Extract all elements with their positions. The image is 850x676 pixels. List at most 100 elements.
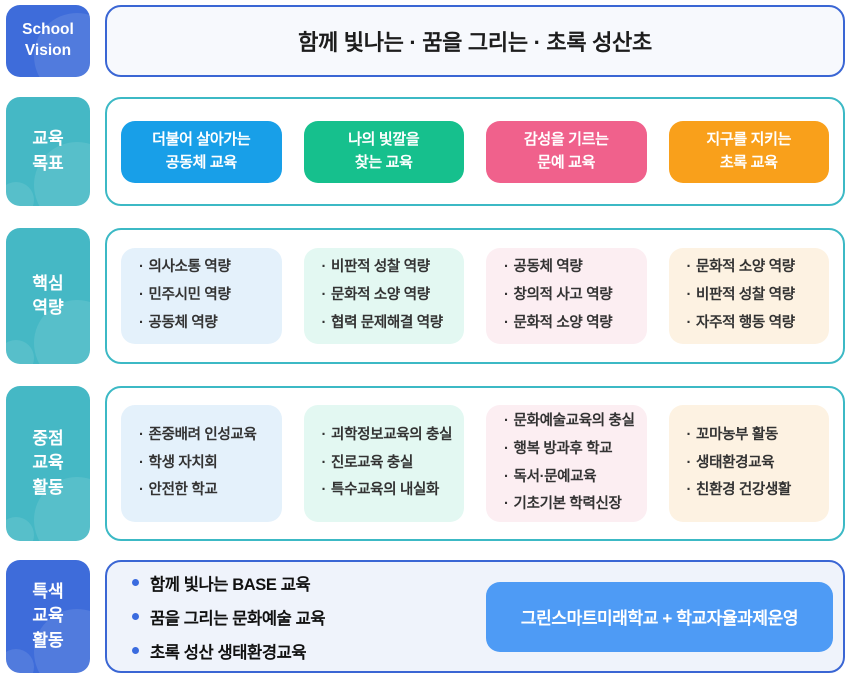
bullet-icon: · <box>321 287 327 304</box>
special-program-list: 함께 빛나는 BASE 교육 꿈을 그리는 문화예술 교육 초록 성산 생태환경… <box>132 571 326 663</box>
focus-card-4: ·꼬마농부 활동 ·생태환경교육 ·친환경 건강생활 <box>668 405 829 522</box>
label-line: 활동 <box>32 630 64 650</box>
goal-card-line: 찾는 교육 <box>354 153 413 171</box>
goal-card-line: 지구를 지키는 <box>706 131 792 148</box>
green-smart-school-badge: 그린스마트미래학교 + 학교자율과제운영 <box>486 581 833 652</box>
focus-card-2: ·괴학정보교육의 충실 ·진로교육 충실 ·특수교육의 내실화 <box>303 405 464 522</box>
bullet-icon: · <box>504 314 509 331</box>
bullet-icon: · <box>321 454 327 471</box>
list-item: 꿈을 그리는 문화예술 교육 <box>132 605 326 629</box>
bullet-icon: · <box>504 259 509 276</box>
bullet-icon: · <box>139 314 144 331</box>
goal-card-community: 더불어 살아가는 공동체 교육 <box>121 120 282 183</box>
special-box: 함께 빛나는 BASE 교육 꿈을 그리는 문화예술 교육 초록 성산 생태환경… <box>105 560 845 673</box>
list-item: ·공동체 역량 <box>139 314 218 331</box>
vision-title: 함께 빛나는 · 꿈을 그리는 · 초록 성산초 <box>298 30 652 55</box>
special-item-label: 함께 빛나는 BASE 교육 <box>150 575 311 594</box>
bullet-icon: · <box>504 468 509 485</box>
special-item-label: 초록 성산 생태환경교육 <box>150 643 307 662</box>
label-circle-decoration <box>6 340 34 364</box>
goal-card-line: 감성을 기르는 <box>523 131 609 148</box>
list-item: ·행복 방과후 학교 <box>504 440 613 457</box>
bullet-dot-icon <box>132 613 139 620</box>
label-line: 역량 <box>32 298 64 317</box>
focus-box: ·존중배려 인성교육 ·학생 자치회 ·안전한 학교 ·괴학정보교육의 충실 ·… <box>105 386 845 541</box>
goal-card-line: 초록 교육 <box>719 153 778 171</box>
list-item: ·기초기본 학력신장 <box>504 496 622 513</box>
bullet-icon: · <box>139 259 144 276</box>
label-special-activities: 특색 교육 활동 <box>6 560 90 673</box>
vision-title-box: 함께 빛나는 · 꿈을 그리는 · 초록 성산초 <box>105 5 845 77</box>
goal-card-identity: 나의 빛깔을 찾는 교육 <box>303 120 464 183</box>
bullet-icon: · <box>686 426 692 443</box>
bullet-icon: · <box>686 454 692 471</box>
row-focus-activities: 중점 교육 활동 ·존중배려 인성교육 ·학생 자치회 ·안전한 학교 ·괴학정… <box>6 386 845 541</box>
label-line: 핵심 <box>32 273 64 293</box>
goal-card-line: 공동체 교육 <box>165 153 238 171</box>
list-item: ·생태환경교육 <box>686 454 775 471</box>
bullet-icon: · <box>139 287 144 304</box>
list-item: ·친환경 건강생활 <box>686 482 792 499</box>
label-line: 목표 <box>32 153 64 173</box>
bullet-icon: · <box>686 482 692 499</box>
list-item: ·독서·문예교육 <box>504 468 597 485</box>
label-school-vision: School Vision <box>6 5 90 77</box>
list-item: ·안전한 학교 <box>139 482 218 499</box>
label-circle-decoration <box>6 649 34 673</box>
bullet-dot-icon <box>132 579 139 586</box>
list-item: ·의사소통 역량 <box>139 259 231 276</box>
bullet-icon: · <box>504 496 509 513</box>
goals-box: 더불어 살아가는 공동체 교육 나의 빛깔을 찾는 교육 감성을 기르는 문예 … <box>105 97 845 206</box>
competency-card-4: ·문화적 소양 역량 ·비판적 성찰 역량 ·자주적 행동 역량 <box>668 248 829 344</box>
competency-card-2: ·비판적 성찰 역량 ·문화적 소양 역량 ·협력 문제해결 역량 <box>303 248 464 344</box>
badge-label: 그린스마트미래학교 + 학교자율과제운영 <box>520 609 799 628</box>
competencies-box: ·의사소통 역량 ·민주시민 역량 ·공동체 역량 ·비판적 성찰 역량 ·문화… <box>105 228 845 364</box>
list-item: ·협력 문제해결 역량 <box>321 314 444 331</box>
goal-card-line: 나의 빛깔을 <box>348 131 420 148</box>
list-item: ·특수교육의 내실화 <box>321 482 440 499</box>
list-item: ·문화적 소양 역량 <box>321 287 431 304</box>
bullet-icon: · <box>139 482 144 499</box>
bullet-dot-icon <box>132 647 139 654</box>
list-item: ·비판적 성찰 역량 <box>321 259 431 276</box>
label-education-goals: 교육 목표 <box>6 97 90 206</box>
list-item: ·민주시민 역량 <box>139 287 231 304</box>
goal-card-arts: 감성을 기르는 문예 교육 <box>486 120 647 183</box>
label-focus-activities: 중점 교육 활동 <box>6 386 90 541</box>
list-item: ·문화예술교육의 충실 <box>504 412 635 429</box>
list-item: ·진로교육 충실 <box>321 454 414 471</box>
bullet-icon: · <box>321 314 327 331</box>
label-circle-decoration <box>6 182 34 206</box>
row-school-vision: School Vision 함께 빛나는 · 꿈을 그리는 · 초록 성산초 <box>6 5 845 77</box>
row-education-goals: 교육 목표 더불어 살아가는 공동체 교육 나의 빛깔을 찾는 교육 감성을 기… <box>6 97 845 206</box>
bullet-icon: · <box>321 259 327 276</box>
special-item-label: 꿈을 그리는 문화예술 교육 <box>150 609 326 628</box>
competency-card-3: ·공동체 역량 ·창의적 사고 역량 ·문화적 소양 역량 <box>486 248 647 344</box>
goal-card-line: 더불어 살아가는 <box>152 131 251 148</box>
label-circle-decoration <box>6 517 34 541</box>
bullet-icon: · <box>686 259 692 276</box>
bullet-icon: · <box>504 287 509 304</box>
bullet-icon: · <box>321 482 327 499</box>
label-line: 교육 <box>32 453 64 473</box>
goal-card-line: 문예 교육 <box>537 153 596 171</box>
bullet-icon: · <box>139 426 144 443</box>
list-item: ·공동체 역량 <box>504 259 583 276</box>
row-special-activities: 특색 교육 활동 함께 빛나는 BASE 교육 꿈을 그리는 문화예술 교육 초… <box>6 560 845 673</box>
bullet-icon: · <box>504 440 509 457</box>
goal-card-green: 지구를 지키는 초록 교육 <box>668 120 829 183</box>
label-core-competencies: 핵심 역량 <box>6 228 90 364</box>
list-item: ·꼬마농부 활동 <box>686 426 779 443</box>
list-item: ·괴학정보교육의 충실 <box>321 426 453 443</box>
label-line: 교육 <box>32 606 64 626</box>
list-item: ·비판적 성찰 역량 <box>686 287 796 304</box>
list-item: ·자주적 행동 역량 <box>686 314 796 331</box>
label-line: 중점 <box>32 429 64 449</box>
label-line: 교육 <box>32 129 64 149</box>
label-line: 활동 <box>32 477 64 497</box>
list-item: 초록 성산 생태환경교육 <box>132 639 325 663</box>
label-line: Vision <box>24 42 72 59</box>
list-item: ·학생 자치회 <box>139 454 218 471</box>
bullet-icon: · <box>504 412 509 429</box>
